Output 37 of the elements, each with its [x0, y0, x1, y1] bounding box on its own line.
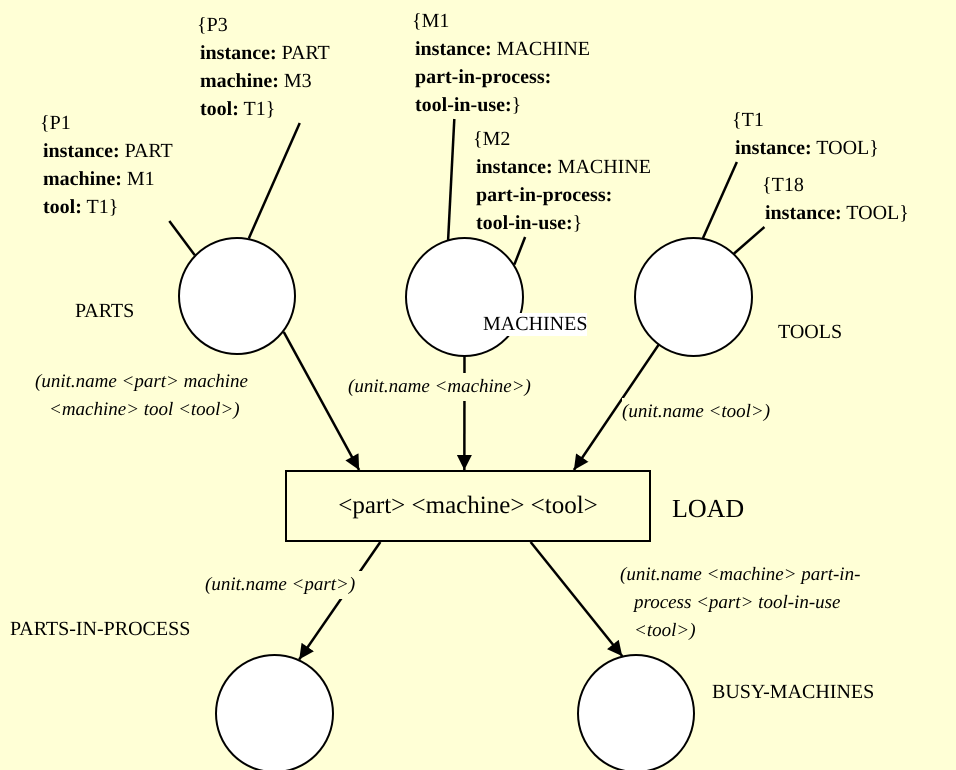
place-label: BUSY-MACHINES — [712, 681, 874, 704]
place-label: PARTS — [75, 300, 134, 323]
token-text: instance: PART — [199, 41, 330, 66]
leader-line — [168, 220, 196, 256]
token-text: tool: T1} — [199, 97, 276, 122]
arrow — [530, 541, 624, 657]
place-label: PARTS-IN-PROCESS — [10, 618, 190, 641]
token-text: {M1 — [412, 9, 450, 34]
token-text: tool-in-use:} — [414, 93, 522, 118]
transition-text: <part> <machine> <tool> — [338, 492, 598, 520]
token-text: tool-in-use:} — [475, 211, 584, 236]
leader-line — [513, 236, 526, 265]
token-text: {T1 — [732, 108, 765, 133]
transition-label: LOAD — [672, 494, 744, 524]
token-text: instance: MACHINE — [475, 155, 652, 180]
token-text: instance: TOOL} — [734, 136, 879, 161]
token-text: part-in-process: — [414, 65, 552, 90]
arrow — [282, 331, 360, 471]
transition-box — [285, 470, 651, 542]
leader-line — [446, 118, 456, 240]
token-text: {P3 — [197, 13, 229, 38]
leader-line — [248, 122, 301, 239]
arrow — [572, 344, 660, 471]
token-text: machine: M3 — [199, 69, 313, 94]
token-text: {P1 — [40, 111, 72, 136]
leader-line — [733, 226, 766, 254]
place-label: TOOLS — [778, 321, 842, 344]
token-text: instance: PART — [42, 139, 173, 164]
token-text: instance: TOOL} — [764, 201, 909, 226]
token-text: machine: M1 — [42, 167, 156, 192]
token-text: tool: T1} — [42, 195, 120, 220]
token-text: part-in-process: — [475, 183, 614, 208]
token-text: instance: MACHINE — [414, 37, 590, 62]
leader-line — [702, 162, 738, 239]
token-text: {M2 — [473, 127, 512, 152]
place-label: MACHINES — [483, 313, 588, 336]
token-text: {T18 — [762, 173, 805, 198]
